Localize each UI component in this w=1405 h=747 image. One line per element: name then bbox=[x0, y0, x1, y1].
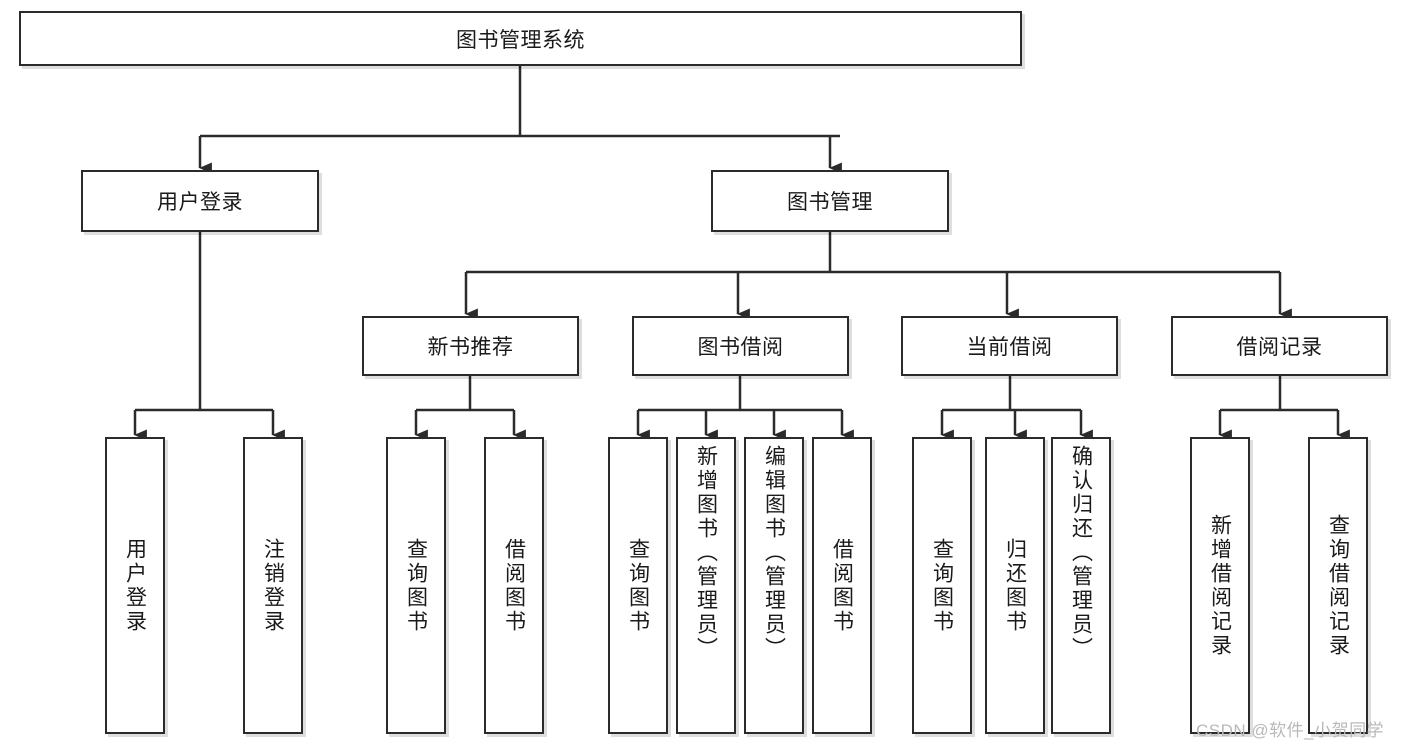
node-leaf-user-login[interactable]: 用户登录 bbox=[105, 437, 165, 734]
node-leaf-br-add-record-label: 新增借阅记录 bbox=[1208, 513, 1232, 658]
node-root[interactable]: 图书管理系统 bbox=[19, 11, 1022, 66]
node-leaf-user-logout[interactable]: 注销登录 bbox=[243, 437, 303, 734]
node-root-label: 图书管理系统 bbox=[456, 28, 585, 52]
node-leaf-bb-query-book-label: 查询图书 bbox=[626, 537, 650, 634]
node-leaf-rec-borrow-book[interactable]: 借阅图书 bbox=[484, 437, 544, 734]
node-book-manage[interactable]: 图书管理 bbox=[711, 170, 949, 232]
node-new-book-rec-label: 新书推荐 bbox=[427, 336, 514, 359]
node-leaf-bb-borrow-book-label: 借阅图书 bbox=[830, 537, 854, 634]
node-leaf-rec-borrow-book-label: 借阅图书 bbox=[502, 537, 526, 634]
node-leaf-rec-query-book[interactable]: 查询图书 bbox=[386, 437, 446, 734]
node-leaf-cb-return-book[interactable]: 归还图书 bbox=[985, 437, 1045, 734]
node-leaf-bb-query-book[interactable]: 查询图书 bbox=[608, 437, 668, 734]
node-leaf-cb-confirm-return[interactable]: 确认归还（管理员） bbox=[1051, 437, 1111, 734]
node-leaf-bb-add-book[interactable]: 新增图书（管理员） bbox=[676, 437, 736, 734]
node-leaf-bb-edit-book[interactable]: 编辑图书（管理员） bbox=[744, 437, 804, 734]
node-borrow-record[interactable]: 借阅记录 bbox=[1171, 316, 1388, 376]
node-book-borrow[interactable]: 图书借阅 bbox=[632, 316, 849, 376]
node-leaf-cb-confirm-return-label: 确认归还（管理员） bbox=[1069, 445, 1093, 661]
node-leaf-user-login-label: 用户登录 bbox=[123, 537, 147, 634]
node-leaf-br-query-record-label: 查询借阅记录 bbox=[1326, 513, 1350, 658]
node-user-login-label: 用户登录 bbox=[157, 191, 243, 214]
node-book-borrow-label: 图书借阅 bbox=[697, 336, 784, 359]
node-leaf-cb-return-book-label: 归还图书 bbox=[1003, 537, 1027, 634]
node-user-login[interactable]: 用户登录 bbox=[81, 170, 319, 232]
node-leaf-bb-borrow-book[interactable]: 借阅图书 bbox=[812, 437, 872, 734]
node-leaf-user-logout-label: 注销登录 bbox=[261, 537, 285, 634]
node-leaf-cb-query-book-label: 查询图书 bbox=[930, 537, 954, 634]
node-leaf-br-add-record[interactable]: 新增借阅记录 bbox=[1190, 437, 1250, 734]
node-leaf-bb-edit-book-label: 编辑图书（管理员） bbox=[762, 445, 786, 661]
node-borrow-record-label: 借阅记录 bbox=[1236, 336, 1323, 359]
node-leaf-cb-query-book[interactable]: 查询图书 bbox=[912, 437, 972, 734]
node-leaf-br-query-record[interactable]: 查询借阅记录 bbox=[1308, 437, 1368, 734]
node-current-borrow-label: 当前借阅 bbox=[966, 336, 1053, 359]
node-current-borrow[interactable]: 当前借阅 bbox=[901, 316, 1118, 376]
node-book-manage-label: 图书管理 bbox=[787, 191, 873, 214]
node-leaf-bb-add-book-label: 新增图书（管理员） bbox=[694, 445, 718, 661]
node-new-book-rec[interactable]: 新书推荐 bbox=[362, 316, 579, 376]
node-leaf-rec-query-book-label: 查询图书 bbox=[404, 537, 428, 634]
